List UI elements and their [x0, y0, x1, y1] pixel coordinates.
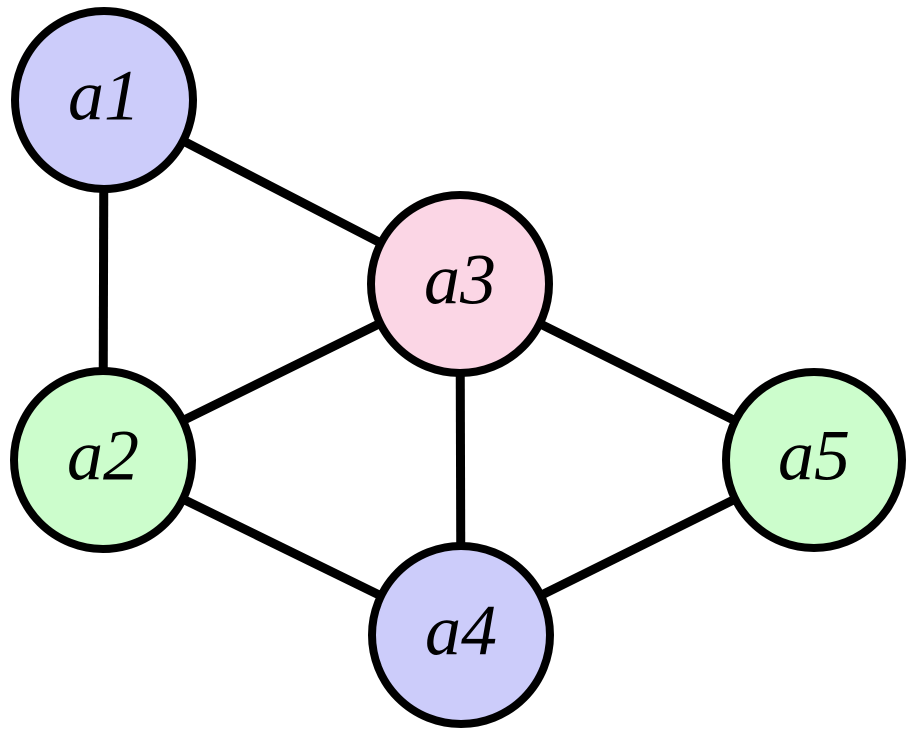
- node-circle-a4[interactable]: [368, 542, 554, 728]
- node-a2[interactable]: a2: [10, 367, 196, 553]
- node-a1[interactable]: a1: [11, 7, 197, 193]
- node-label-a1: a1: [68, 56, 140, 136]
- node-a4[interactable]: a4: [368, 542, 554, 728]
- node-circle-a5[interactable]: [722, 368, 906, 552]
- node-label-a2: a2: [67, 416, 139, 496]
- node-circle-a3[interactable]: [367, 191, 553, 377]
- node-circle-a1[interactable]: [11, 7, 197, 193]
- node-a5[interactable]: a5: [722, 368, 906, 552]
- node-circle-a2[interactable]: [10, 367, 196, 553]
- node-a3[interactable]: a3: [367, 191, 553, 377]
- node-label-a3: a3: [424, 240, 496, 320]
- node-label-a4: a4: [425, 591, 497, 671]
- node-label-a5: a5: [778, 416, 850, 496]
- nodes-layer: a1 a2 a3 a4 a5: [10, 7, 906, 728]
